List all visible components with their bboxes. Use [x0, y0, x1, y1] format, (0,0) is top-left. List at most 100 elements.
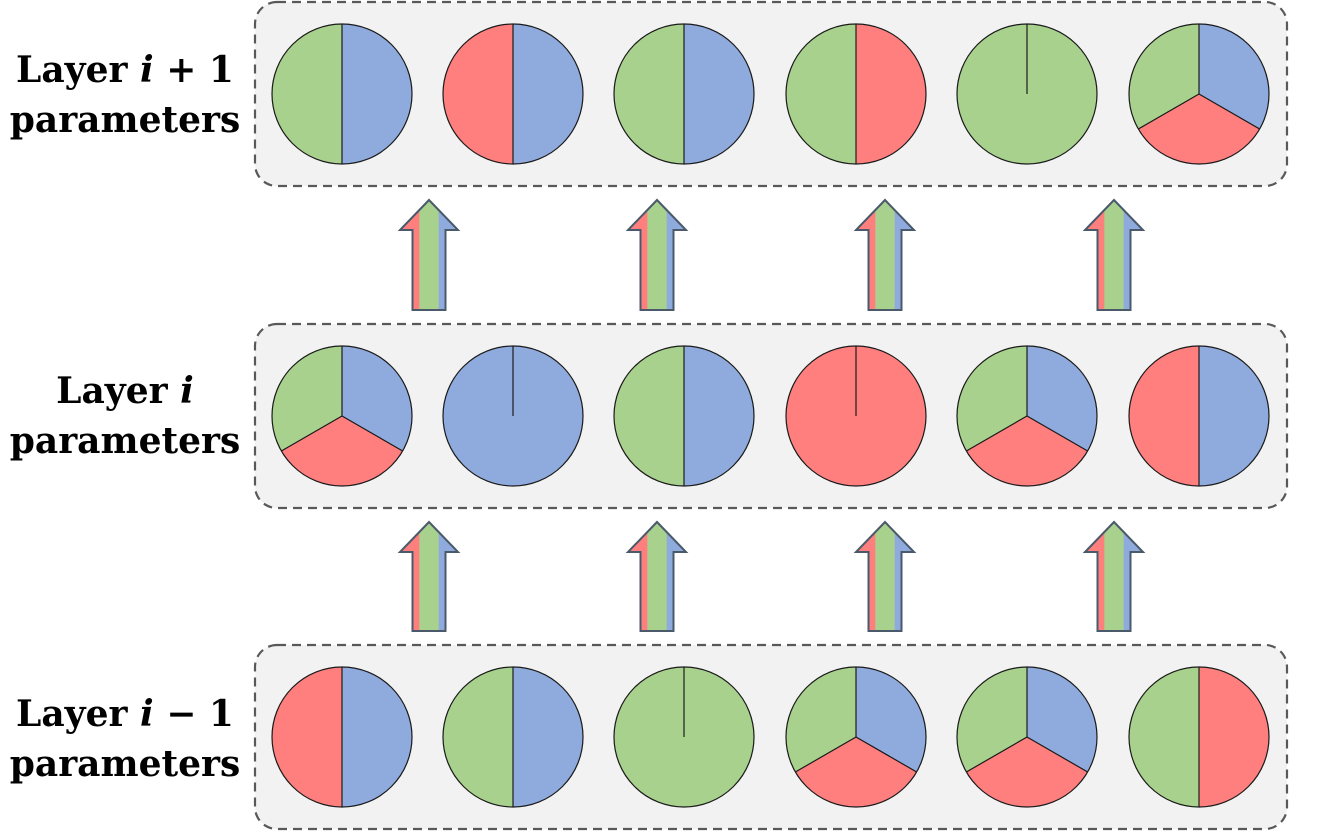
node-layer-i-1 [271, 345, 413, 487]
panel-layer-i-minus-1 [253, 643, 1289, 831]
node-outline [1128, 345, 1270, 487]
node-slice-blue [342, 24, 412, 164]
slice-divider [855, 736, 917, 773]
node-slice-green [957, 667, 1027, 772]
arrow-stripe-green [1104, 522, 1125, 631]
slice-divider [966, 415, 1028, 452]
slice-divider [1138, 93, 1200, 130]
flow-arrow [1082, 198, 1146, 311]
node-layer-i-plus-1-3 [613, 23, 755, 165]
node-slice-red [1129, 346, 1199, 486]
arrow-stripe-red [1085, 522, 1105, 631]
layer-label-i: Layer i parameters [9, 370, 241, 462]
arrow-stripe-green [647, 200, 668, 310]
node-layer-i-minus-1-3 [613, 666, 755, 808]
flow-arrow [625, 520, 689, 632]
arrow-stripe-blue [894, 522, 914, 631]
arrow-outline [625, 198, 689, 311]
arrow-stripe-blue [438, 200, 458, 310]
flow-arrow [853, 520, 917, 632]
arrow-stripe-green [419, 522, 440, 631]
arrow-stripe-red [856, 200, 876, 310]
slice-divider [966, 736, 1028, 773]
arrow-stripe-green [419, 200, 440, 310]
node-layer-i-minus-1-1 [271, 666, 413, 808]
node-slice-red [856, 24, 926, 164]
flow-arrow [1082, 520, 1146, 632]
node-layer-i-minus-1-5 [956, 666, 1098, 808]
arrow-outline [397, 520, 461, 632]
node-layer-i-plus-1-4 [785, 23, 927, 165]
node-slice-green [957, 346, 1027, 451]
node-outline [785, 23, 927, 165]
node-layer-i-plus-1-6 [1128, 23, 1270, 165]
arrow-stripe-blue [666, 522, 686, 631]
node-outline [613, 23, 755, 165]
slice-divider [1198, 93, 1260, 130]
flow-arrow [625, 198, 689, 311]
slice-divider [341, 415, 403, 452]
node-layer-i-2 [442, 345, 584, 487]
node-outline [271, 666, 413, 808]
node-layer-i-plus-1-2 [442, 23, 584, 165]
arrow-stripe-red [400, 522, 420, 631]
arrow-stripe-red [400, 200, 420, 310]
node-slice-green [614, 24, 684, 164]
arrow-stripe-red [1085, 200, 1105, 310]
arrow-outline [853, 520, 917, 632]
node-outline [613, 345, 755, 487]
slice-divider [795, 736, 857, 773]
node-slice-green [443, 667, 513, 807]
layer-label-i-minus-1: Layer i − 1 parameters [9, 693, 241, 785]
node-slice-green [1129, 667, 1199, 807]
node-outline [442, 23, 584, 165]
node-layer-i-minus-1-4 [785, 666, 927, 808]
node-slice-blue [856, 667, 926, 772]
node-slice-red [272, 667, 342, 807]
node-slice-green [786, 24, 856, 164]
node-outline [1128, 23, 1270, 165]
arrow-stripe-green [875, 522, 896, 631]
node-slice-blue [342, 667, 412, 807]
node-layer-i-plus-1-5 [956, 23, 1098, 165]
node-layer-i-3 [613, 345, 755, 487]
node-slice-green [614, 346, 684, 486]
node-outline [956, 666, 1098, 808]
slice-divider [1026, 736, 1088, 773]
slice-divider [1026, 415, 1088, 452]
arrow-stripe-green [1104, 200, 1125, 310]
node-layer-i-4 [785, 345, 927, 487]
node-outline [442, 666, 584, 808]
arrow-stripe-blue [1123, 522, 1143, 631]
node-layer-i-6 [1128, 345, 1270, 487]
arrow-stripe-blue [1123, 200, 1143, 310]
flow-arrow [397, 198, 461, 311]
panel-layer-i-plus-1 [253, 0, 1289, 188]
node-slice-blue [1027, 346, 1098, 451]
node-slice-red [443, 24, 513, 164]
node-slice-blue [513, 24, 583, 164]
arrow-stripe-blue [438, 522, 458, 631]
arrow-stripe-red [628, 522, 648, 631]
node-outline [271, 345, 413, 487]
node-slice-blue [342, 346, 412, 451]
arrow-outline [853, 198, 917, 311]
node-slice-green [272, 346, 342, 451]
node-layer-i-5 [956, 345, 1098, 487]
arrow-stripe-blue [894, 200, 914, 310]
layer-label-i-plus-1: Layer i + 1 parameters [9, 49, 241, 141]
node-slice-blue [513, 667, 583, 807]
node-layer-i-minus-1-6 [1128, 666, 1270, 808]
flow-arrow [853, 198, 917, 311]
node-layer-i-plus-1-1 [271, 23, 413, 165]
arrow-outline [625, 520, 689, 632]
node-slice-red [1199, 667, 1269, 807]
arrow-stripe-red [628, 200, 648, 310]
arrow-outline [1082, 520, 1146, 632]
node-slice-blue [1027, 667, 1098, 772]
node-slice-green [1129, 24, 1199, 129]
panels [253, 0, 1289, 831]
node-outline [956, 345, 1098, 487]
node-outline [1128, 666, 1270, 808]
